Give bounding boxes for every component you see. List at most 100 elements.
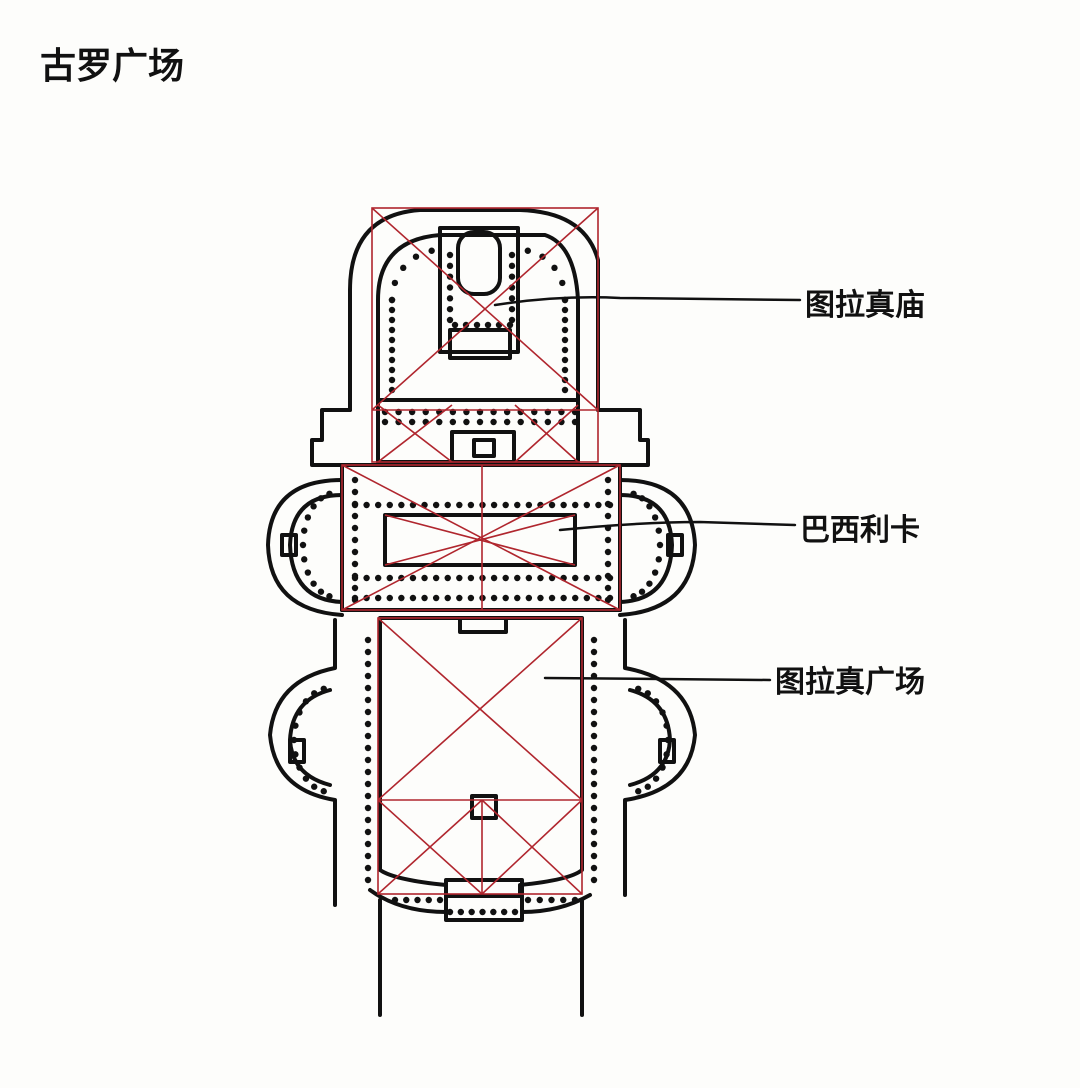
- column-dot: [449, 418, 457, 426]
- forum-colonnade: [290, 636, 672, 916]
- column-dot: [432, 574, 440, 582]
- column-dot: [364, 756, 372, 764]
- column-dot: [572, 594, 579, 602]
- forum-exedra-right-inner: [628, 688, 672, 787]
- column-dot: [301, 556, 308, 563]
- forum-north-gate: [458, 616, 508, 634]
- column-dot: [659, 709, 666, 716]
- column-dot: [508, 295, 516, 302]
- basilica-apse-left: [266, 478, 344, 617]
- basilica-nave: [383, 513, 577, 567]
- forum-exedra-left: [268, 618, 337, 907]
- column-dot: [292, 751, 299, 758]
- column-dot: [444, 594, 451, 602]
- column-dot: [503, 418, 511, 426]
- column-dot: [446, 305, 454, 313]
- column-dot: [638, 588, 646, 595]
- column-dot: [446, 262, 454, 270]
- column-dot: [388, 316, 396, 324]
- column-dot: [476, 418, 484, 426]
- column-dot: [381, 418, 389, 426]
- temple-cella: [438, 226, 520, 354]
- column-dot: [446, 908, 454, 916]
- column-dot: [502, 594, 509, 602]
- column-dot: [490, 501, 498, 509]
- column-dot: [604, 476, 612, 484]
- leader-forum: [543, 676, 772, 682]
- column-dot: [604, 524, 612, 532]
- column-dot: [320, 685, 327, 692]
- column-dot: [590, 852, 598, 860]
- column-dot: [511, 908, 519, 916]
- column-dot: [663, 722, 670, 729]
- column-dot: [561, 296, 569, 304]
- column-dot: [444, 574, 451, 582]
- title: 古罗广场: [40, 46, 184, 87]
- column-dot: [408, 418, 416, 426]
- apse-niche-left: [280, 533, 298, 557]
- column-dot: [296, 709, 303, 716]
- column-dot: [351, 584, 359, 592]
- column-dot: [590, 804, 598, 812]
- left-shoulder: [310, 408, 352, 467]
- column-dot: [561, 306, 569, 314]
- column-dot: [436, 418, 443, 426]
- column-dot: [364, 876, 372, 884]
- column-dot: [388, 336, 396, 344]
- equestrian-statue: [470, 794, 498, 820]
- column-dot: [364, 648, 372, 656]
- column-dot: [548, 574, 556, 582]
- column-dot: [364, 732, 372, 740]
- column-dot: [310, 580, 317, 587]
- column-dot: [561, 336, 569, 344]
- column-dot: [664, 736, 672, 744]
- altar: [472, 438, 496, 458]
- column-dot: [630, 490, 637, 497]
- column-dot: [364, 708, 372, 716]
- column-dot: [398, 501, 405, 509]
- column-dot: [508, 262, 516, 270]
- apse-niche-right: [666, 533, 684, 557]
- column-dot: [388, 356, 396, 364]
- column-dot: [590, 768, 598, 776]
- column-dot: [446, 284, 454, 291]
- column-dot: [446, 295, 454, 302]
- column-dot: [590, 840, 598, 848]
- column-dot: [364, 684, 372, 692]
- column-dot: [652, 775, 660, 782]
- forum-exedra-right: [623, 618, 697, 897]
- column-dot: [351, 488, 359, 496]
- column-dot: [398, 594, 405, 602]
- column-dot: [302, 775, 310, 782]
- column-dot: [604, 596, 612, 604]
- leader-basilica: [558, 520, 797, 532]
- label-forum: 图拉真广场: [775, 665, 925, 700]
- column-dot: [432, 501, 440, 509]
- column-dot: [590, 696, 598, 704]
- column-dot: [468, 908, 475, 916]
- column-dot: [590, 792, 598, 800]
- column-dot: [604, 584, 612, 592]
- column-dot: [560, 896, 567, 904]
- column-dot: [560, 594, 567, 602]
- column-dot: [436, 896, 444, 904]
- column-dot: [646, 503, 653, 510]
- column-dot: [508, 251, 516, 259]
- column-dot: [561, 316, 569, 324]
- temple-inner-wall: [376, 233, 580, 402]
- column-dot: [595, 574, 602, 582]
- cella-niche: [456, 230, 502, 296]
- column-dot: [525, 501, 533, 509]
- column-dot: [590, 816, 598, 824]
- column-dot: [536, 896, 543, 904]
- column-dot: [490, 908, 497, 916]
- column-dot: [364, 672, 372, 680]
- column-dot: [301, 527, 308, 534]
- column-dot: [590, 636, 598, 644]
- temple-outer-wall: [348, 208, 600, 412]
- column-dot: [456, 594, 463, 602]
- column-dot: [364, 768, 372, 776]
- column-dot: [386, 594, 393, 602]
- column-dot: [456, 574, 463, 582]
